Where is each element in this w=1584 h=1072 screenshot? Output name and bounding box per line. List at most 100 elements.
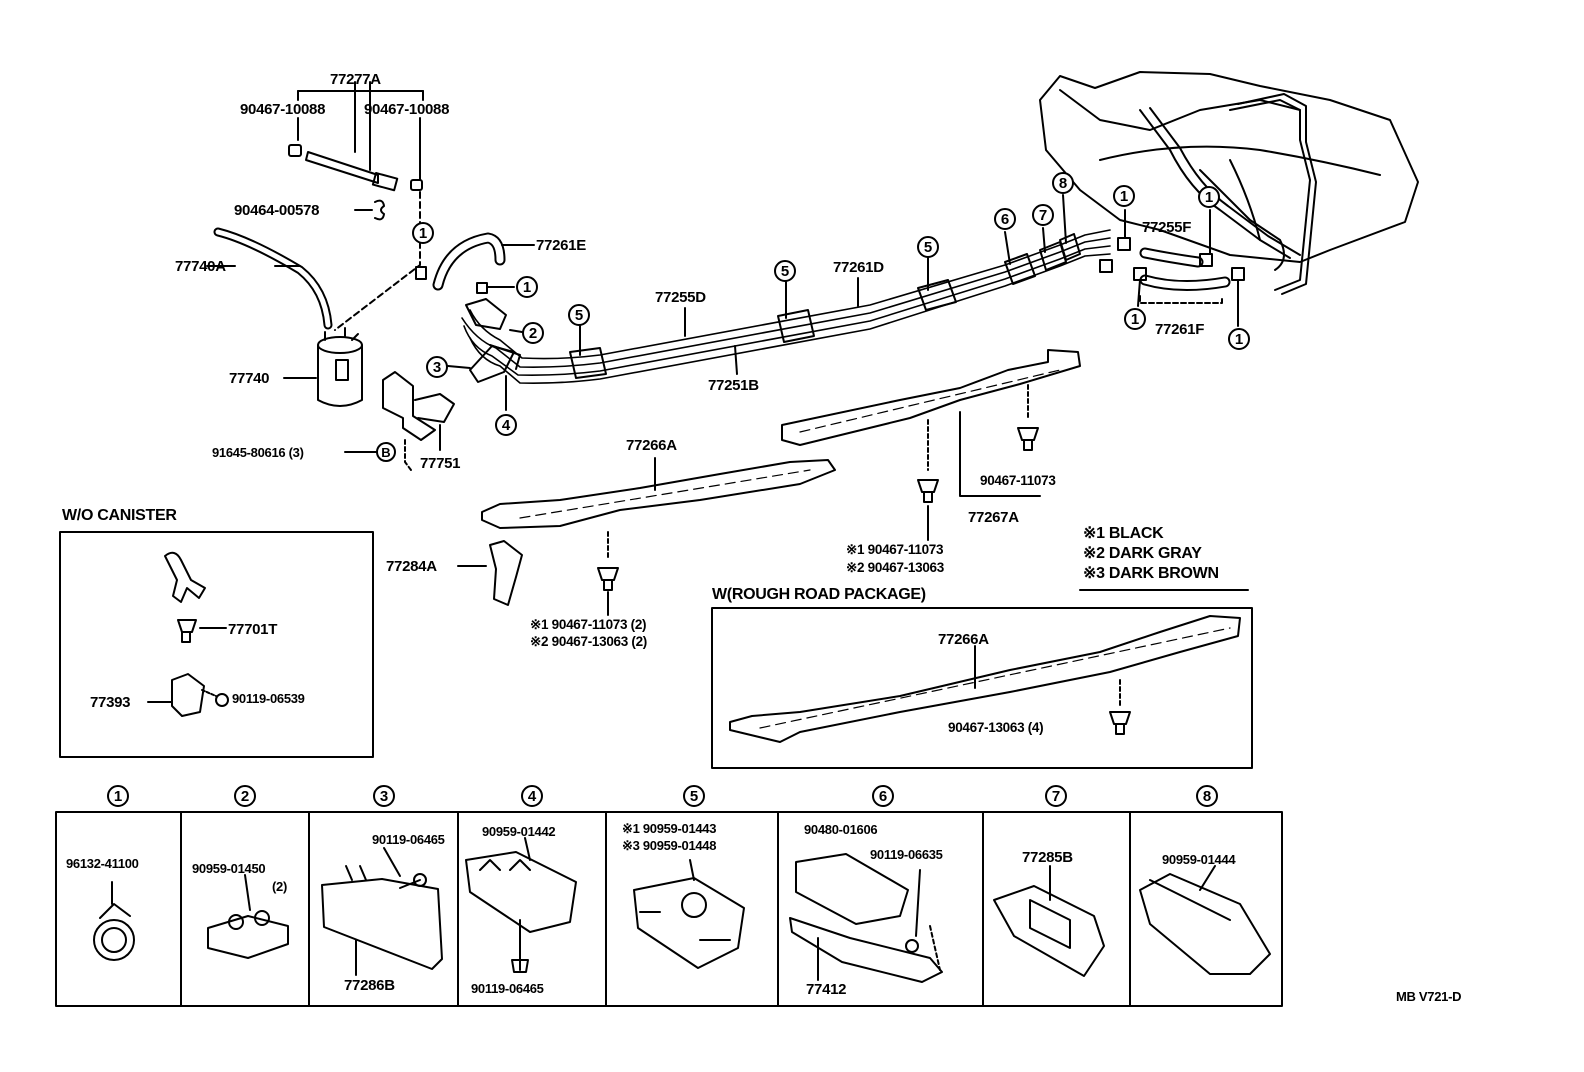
label-90467-10088-left: 90467-10088 <box>240 101 326 118</box>
label-77740: 77740 <box>229 370 270 387</box>
label-77255F: 77255F <box>1142 219 1192 236</box>
legend-dark-gray: ※2 DARK GRAY <box>1083 545 1202 562</box>
label-90959-01442: 90959-01442 <box>482 824 556 839</box>
label-77261F: 77261F <box>1155 321 1205 338</box>
label-77255D: 77255D <box>655 289 706 306</box>
part-96132-41100 <box>93 881 135 961</box>
label-90467-10088-right: 90467-10088 <box>364 101 450 118</box>
label-90119-06465-box3: 90119-06465 <box>372 832 445 847</box>
callout-2: 2 <box>522 322 544 344</box>
part-90480-01606 <box>789 853 943 983</box>
callout-7: 7 <box>1032 204 1054 226</box>
label-77286B: 77286B <box>344 977 395 994</box>
wo-canister-box <box>59 531 374 758</box>
grommets-upper <box>917 427 1039 541</box>
label-90119-06539: 90119-06539 <box>232 691 305 706</box>
line-clamps <box>569 233 1081 379</box>
label-77701T: 77701T <box>228 621 278 638</box>
label-90480-01606: 90480-01606 <box>804 822 878 837</box>
rough-road-plate <box>729 615 1241 743</box>
part-90959-01442 <box>465 837 577 973</box>
legend-black: ※1 BLACK <box>1083 525 1164 542</box>
part-90959-01444 <box>1139 865 1271 975</box>
box-header-8: 8 <box>1196 785 1218 807</box>
label-90464-00578: 90464-00578 <box>234 202 320 219</box>
callout-3: 3 <box>426 356 448 378</box>
diagram-code: MB V721-D <box>1396 989 1462 1004</box>
label-90467-11073-upper: 90467-11073 <box>980 473 1056 488</box>
label-77261E: 77261E <box>536 237 586 254</box>
rough-road-box <box>711 607 1253 769</box>
plate-77267A <box>781 349 1081 497</box>
label-note2-13063-qty: ※2 90467-13063 (2) <box>530 634 647 649</box>
callout-5-left: 5 <box>568 304 590 326</box>
wo-canister-parts <box>147 551 229 717</box>
callout-1-tank-a: 1 <box>1113 185 1135 207</box>
legend-dark-brown: ※3 DARK BROWN <box>1083 565 1219 582</box>
callout-4: 4 <box>495 414 517 436</box>
tank-clips <box>1099 209 1245 327</box>
label-90959-01450-qty: (2) <box>272 879 287 894</box>
bracket-77751 <box>382 371 455 471</box>
plate-77266A <box>481 457 836 616</box>
part-77285B <box>993 865 1105 977</box>
label-77261D: 77261D <box>833 259 884 276</box>
callout-6: 6 <box>994 208 1016 230</box>
box-header-7: 7 <box>1045 785 1067 807</box>
label-96132-41100: 96132-41100 <box>66 856 139 871</box>
callout-5-right: 5 <box>917 236 939 258</box>
label-note2-13063: ※2 90467-13063 <box>846 560 944 575</box>
callout-1-tank-c: 1 <box>1124 308 1146 330</box>
hose-77261F-fill <box>1141 276 1229 290</box>
label-77412: 77412 <box>806 981 847 998</box>
hose-77277A <box>288 144 423 192</box>
hose-77255F-fill <box>1141 249 1202 266</box>
label-90119-06635: 90119-06635 <box>870 847 943 862</box>
label-90959-01444: 90959-01444 <box>1162 852 1236 867</box>
hose-77740A-fill <box>215 229 331 328</box>
bracket-77277A <box>297 81 424 181</box>
label-rough-77266A: 77266A <box>938 631 989 648</box>
callout-b: B <box>376 442 396 462</box>
callout-1-tank-d: 1 <box>1228 328 1250 350</box>
label-note1-11073-qty: ※1 90467-11073 (2) <box>530 617 647 632</box>
part-90959-01443 <box>633 859 745 969</box>
label-77267A: 77267A <box>968 509 1019 526</box>
callout-1-canister: 1 <box>412 222 434 244</box>
callout-1-hose: 1 <box>516 276 538 298</box>
part-77286B <box>321 847 443 976</box>
clip-90464-00578 <box>354 199 385 221</box>
label-90959-01443: ※1 90959-01443 <box>622 821 717 836</box>
label-77285B: 77285B <box>1022 849 1073 866</box>
bracket-cluster <box>465 298 521 383</box>
box-header-1: 1 <box>107 785 129 807</box>
rough-road-title: W(ROUGH ROAD PACKAGE) <box>712 586 926 603</box>
label-note1-11073: ※1 90467-11073 <box>846 542 944 557</box>
fuel-tank <box>1039 71 1419 295</box>
label-77277A: 77277A <box>330 71 381 88</box>
dash-canister <box>334 191 421 331</box>
clip-left <box>415 266 427 280</box>
box-header-2: 2 <box>234 785 256 807</box>
label-77740A: 77740A <box>175 258 226 275</box>
label-77284A: 77284A <box>386 558 437 575</box>
label-rough-90467-13063: 90467-13063 (4) <box>948 720 1044 735</box>
canister-77740 <box>283 327 363 407</box>
label-77751: 77751 <box>420 455 461 472</box>
label-77393: 77393 <box>90 694 131 711</box>
box-header-5: 5 <box>683 785 705 807</box>
label-90959-01450: 90959-01450 <box>192 861 266 876</box>
callout-1-tank-b: 1 <box>1198 186 1220 208</box>
catalog-boxes <box>55 811 1283 1007</box>
callout-leaders <box>447 194 1067 411</box>
part-90959-01450 <box>207 874 289 959</box>
callout-8: 8 <box>1052 172 1074 194</box>
hose-77261E-fill <box>434 234 504 289</box>
clip-right <box>476 282 488 294</box>
box-header-6: 6 <box>872 785 894 807</box>
label-77251B: 77251B <box>708 377 759 394</box>
label-90959-01448: ※3 90959-01448 <box>622 838 717 853</box>
label-90119-06465-box4: 90119-06465 <box>471 981 544 996</box>
